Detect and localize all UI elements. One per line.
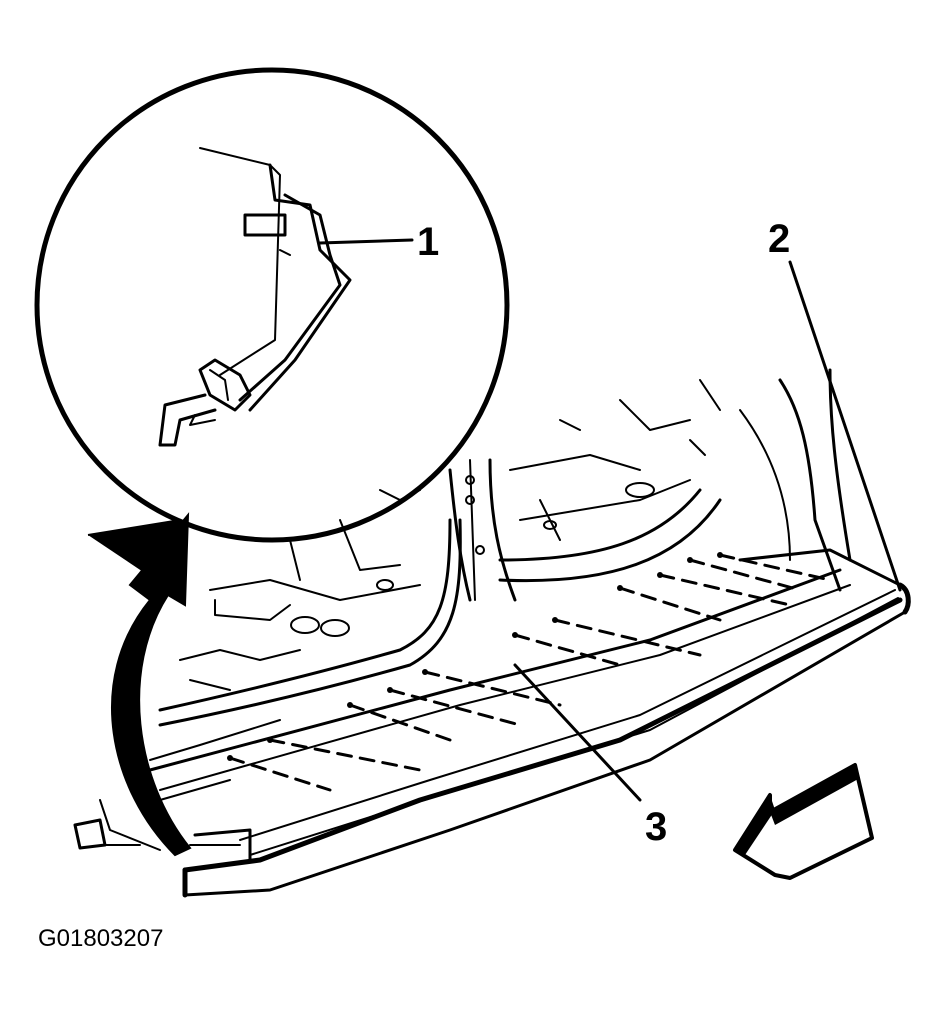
leader-lines <box>513 260 902 802</box>
figure-id: G01803207 <box>38 925 163 952</box>
curved-arrow-icon <box>87 512 192 857</box>
front-arrow-icon <box>733 763 874 880</box>
detail-inset <box>34 67 510 543</box>
rocker-panel <box>148 548 911 898</box>
front-bracket <box>73 799 161 851</box>
callout-1-label: 1 <box>417 220 439 264</box>
callout-2-label: 2 <box>768 217 790 261</box>
vehicle-body <box>149 368 852 801</box>
fastener-lines <box>227 552 832 792</box>
callout-3-label: 3 <box>645 805 667 849</box>
